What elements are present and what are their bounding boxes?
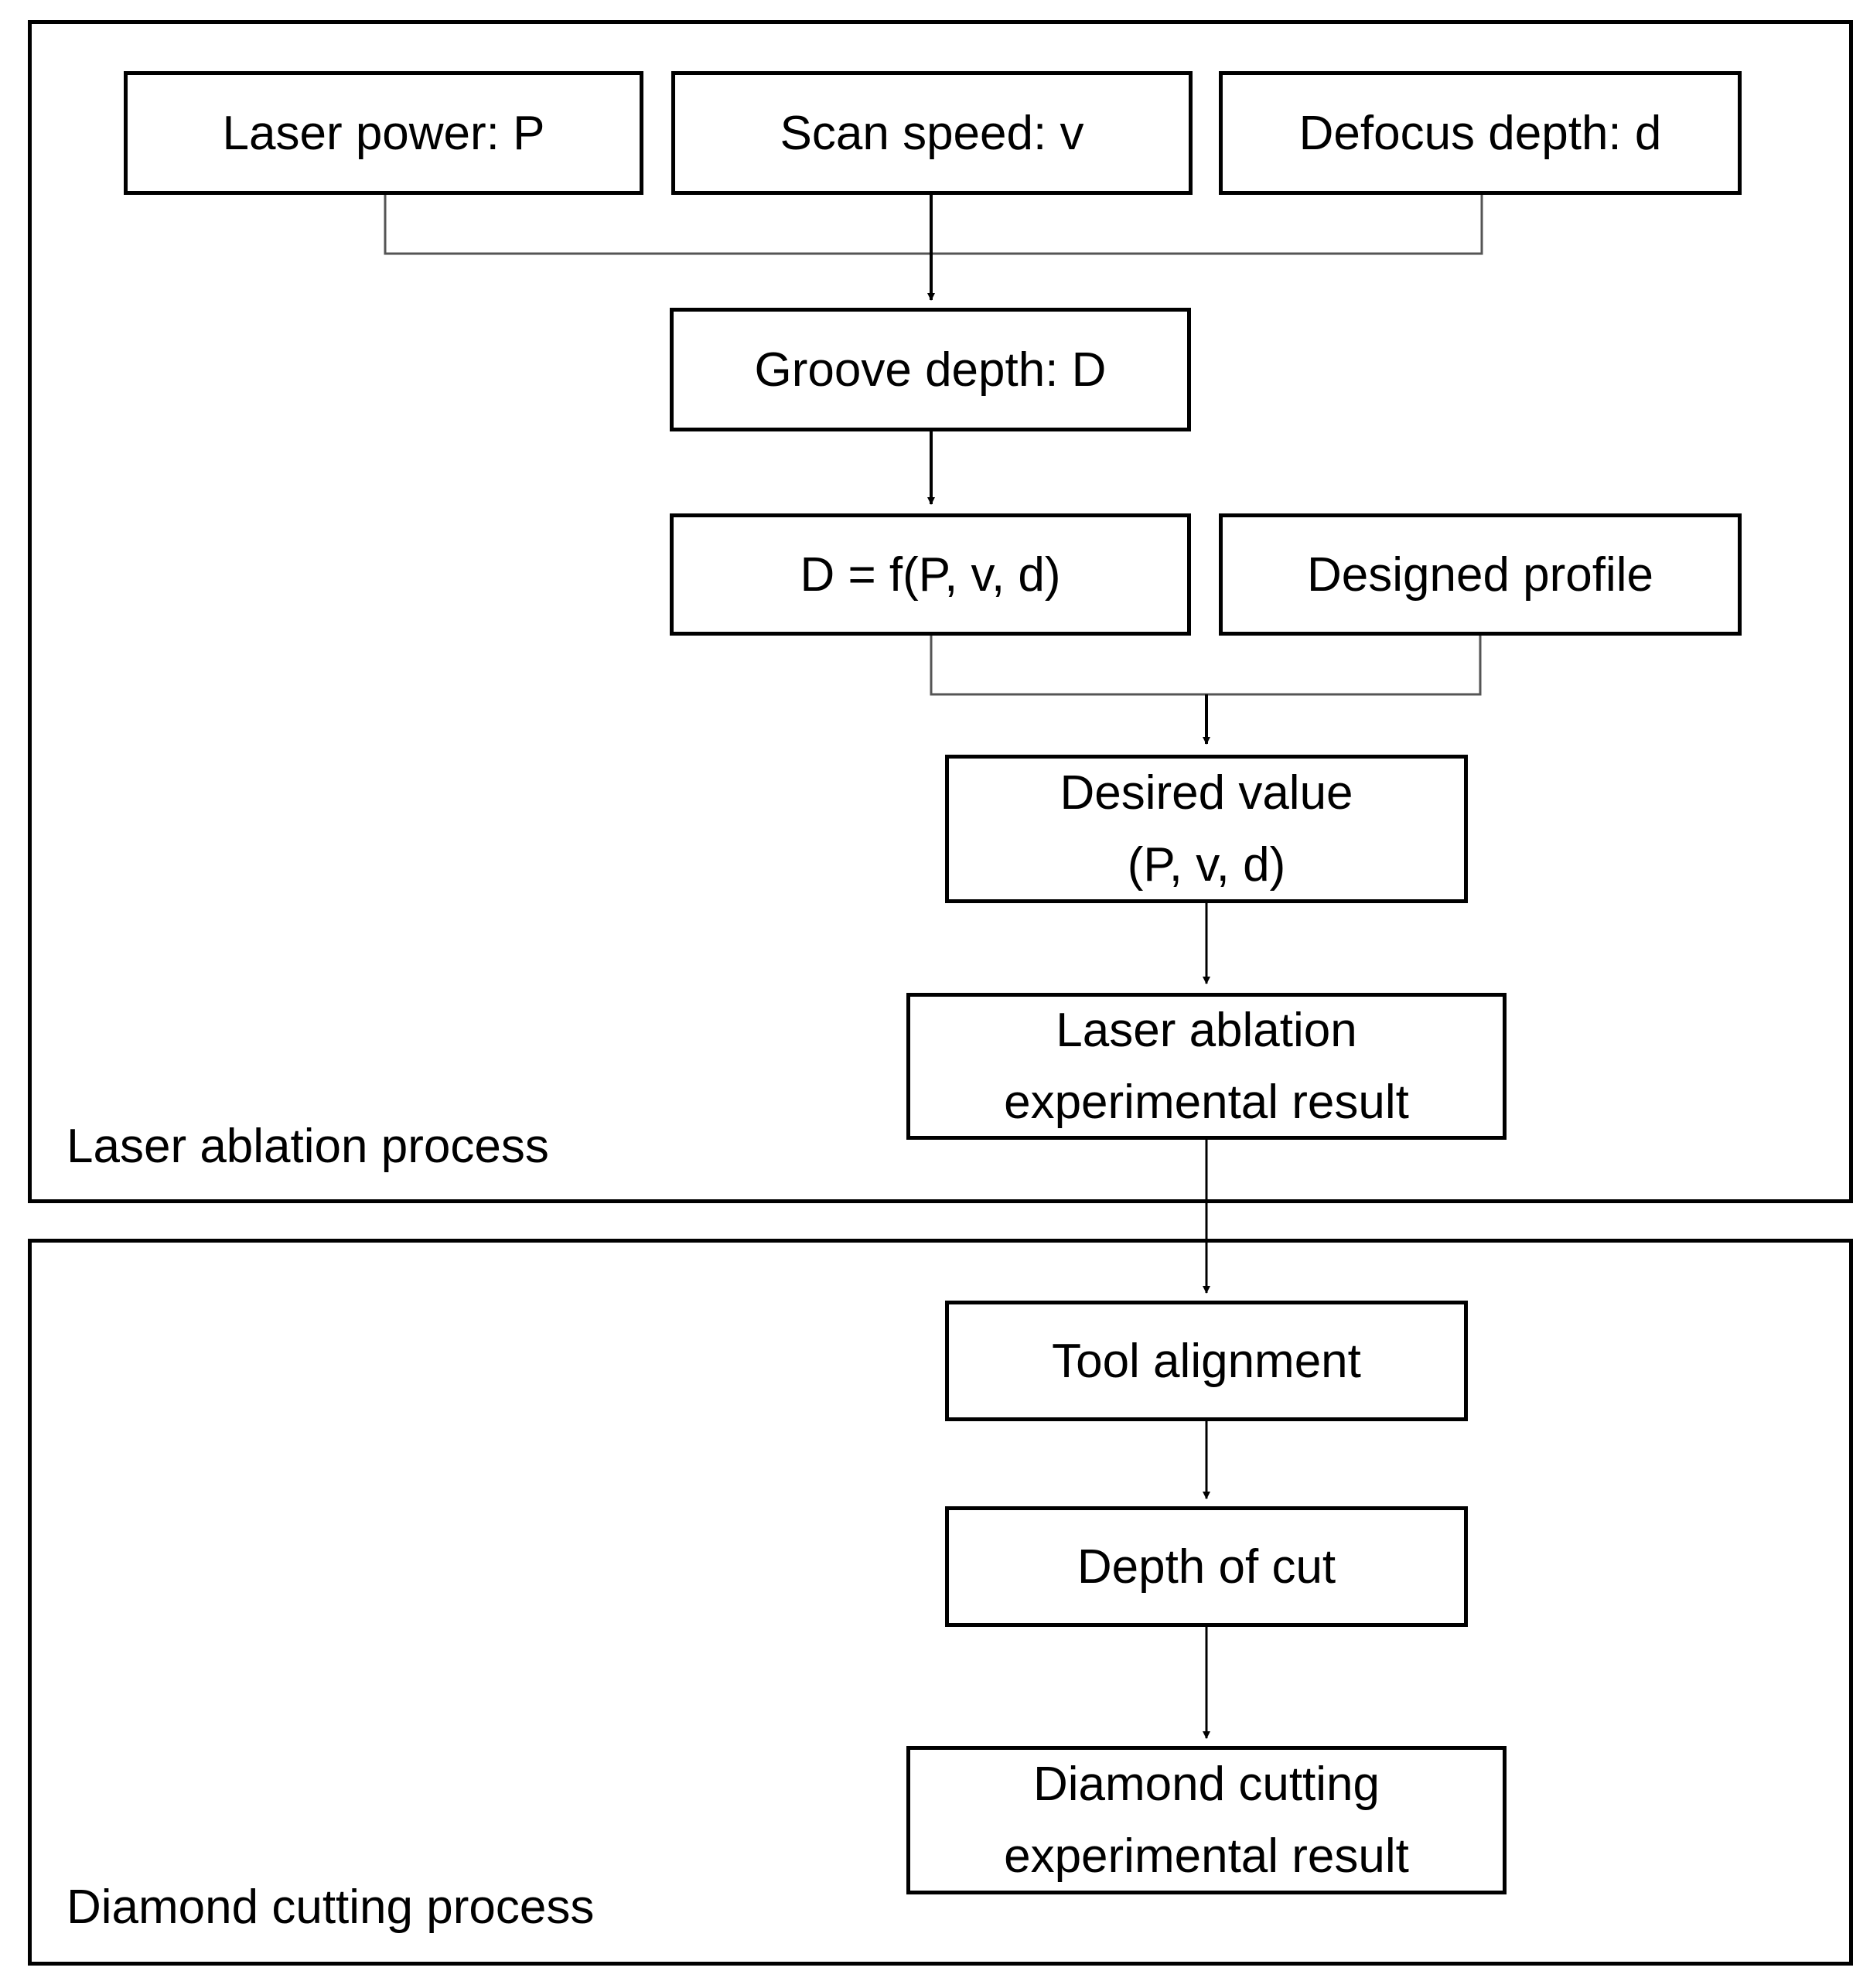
diamond-result-line-2: experimental result: [1004, 1829, 1409, 1883]
laser-result-line-2: experimental result: [1004, 1076, 1409, 1129]
defocus-depth-box: Defocus depth: d: [1219, 71, 1742, 195]
laser-power-label: Laser power: P: [222, 106, 545, 160]
function-label: D = f(P, v, d): [800, 547, 1061, 602]
diamond-result-line-1: Diamond cutting: [1032, 1758, 1380, 1811]
designed-profile-label: Designed profile: [1306, 547, 1654, 602]
connector-defocus-depth: [931, 195, 1483, 255]
diamond-cutting-panel-label: Diamond cutting process: [67, 1881, 595, 1934]
laser-result-line-1: Laser ablation: [1056, 1004, 1357, 1057]
function-box: D = f(P, v, d): [670, 513, 1191, 636]
designed-profile-box: Designed profile: [1219, 513, 1742, 636]
connector-designed-profile: [1206, 636, 1482, 696]
depth-of-cut-label: Depth of cut: [1077, 1540, 1336, 1594]
desired-value-line-1: Desired value: [1060, 766, 1353, 820]
groove-depth-label: Groove depth: D: [754, 343, 1107, 397]
tool-alignment-label: Tool alignment: [1052, 1334, 1361, 1388]
tool-alignment-box: Tool alignment: [945, 1301, 1468, 1421]
laser-ablation-panel: [28, 20, 1853, 1203]
defocus-depth-label: Defocus depth: d: [1298, 106, 1662, 160]
laser-power-box: Laser power: P: [124, 71, 643, 195]
connector-function: [930, 636, 1206, 696]
desired-value-line-2: (P, v, d): [1127, 838, 1286, 892]
scan-speed-box: Scan speed: v: [671, 71, 1193, 195]
scan-speed-label: Scan speed: v: [780, 106, 1084, 160]
laser-ablation-panel-label: Laser ablation process: [67, 1120, 549, 1173]
connector-laser-power: [384, 195, 931, 255]
laser-result-box: Laser ablation experimental result: [906, 993, 1507, 1140]
groove-depth-box: Groove depth: D: [670, 308, 1191, 431]
diamond-cutting-panel: [28, 1239, 1853, 1966]
desired-value-box: Desired value (P, v, d): [945, 755, 1468, 903]
depth-of-cut-box: Depth of cut: [945, 1506, 1468, 1627]
diamond-result-box: Diamond cutting experimental result: [906, 1746, 1507, 1894]
